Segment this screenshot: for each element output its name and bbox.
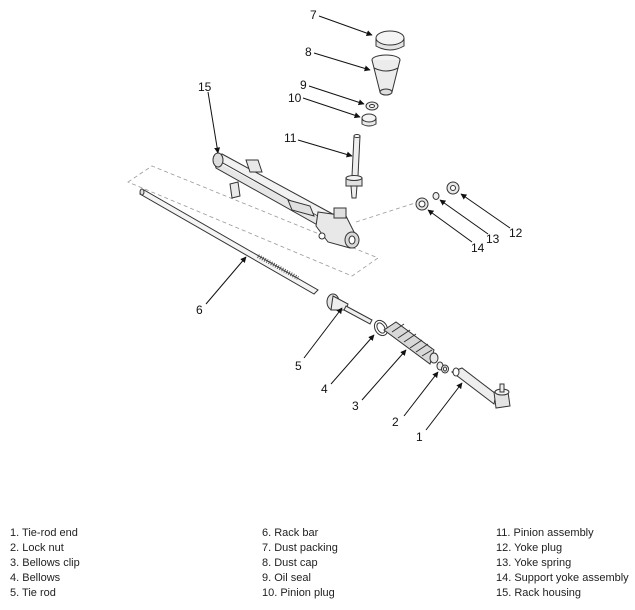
assembly-guide-line [355,201,419,223]
callout-14: 14 [471,241,485,255]
legend-item: 1. Tie-rod end [10,527,78,539]
legend-item: 6. Rack bar [262,527,319,539]
pinion-plug-part [361,113,377,127]
rack-housing-part [212,152,360,249]
bellows-ring-part [373,319,389,337]
yoke-spring-part [432,192,440,200]
legend-item: 2. Lock nut [10,542,64,554]
support-yoke-part [415,197,429,211]
legend-item: 10. Pinion plug [262,587,335,599]
callout-2: 2 [392,415,399,429]
callout-3: 3 [352,399,359,413]
callout-11: 11 [284,131,297,145]
callout-9: 9 [300,78,307,92]
legend-item: 7. Dust packing [262,542,338,554]
legend-item: 12. Yoke plug [496,542,563,554]
callout-5: 5 [295,359,302,373]
exploded-parts-diagram: 7 8 9 10 11 15 6 5 4 3 2 1 12 13 14 [127,8,523,444]
legend-item: 13. Yoke spring [496,557,572,569]
callout-1: 1 [416,430,423,444]
bellows-part [383,321,439,365]
lock-nut-part [441,364,449,374]
legend-item: 14. Support yoke assembly [496,572,629,584]
callout-10: 10 [288,91,302,105]
dust-cap-part [371,54,401,96]
assembly-outline [127,165,379,277]
callout-8: 8 [305,45,312,59]
pinion-assembly-part [345,134,363,199]
callout-12: 12 [509,226,523,240]
callout-13: 13 [486,232,500,246]
legend-item: 8. Dust cap [262,557,318,569]
tie-rod-end-part [450,367,511,409]
legend-item: 11. Pinion assembly [496,527,594,539]
oil-seal-part [365,101,379,111]
legend-column-2: 6. Rack bar 7. Dust packing 8. Dust cap … [262,526,338,601]
callout-6: 6 [196,303,203,317]
legend-item: 9. Oil seal [262,572,311,584]
legend-item: 3. Bellows clip [10,557,80,569]
rack-bar-part [139,188,319,295]
legend-item: 4. Bellows [10,572,61,584]
yoke-plug-part [446,181,460,195]
legend-column-1: 1. Tie-rod end 2. Lock nut 3. Bellows cl… [10,526,80,601]
legend-item: 5. Tie rod [10,587,56,599]
tie-rod-part [326,293,373,325]
legend-item: 15. Rack housing [496,587,581,599]
callout-15: 15 [198,80,212,94]
dust-packing-part [375,30,405,51]
callout-7: 7 [310,8,317,22]
legend-column-3: 11. Pinion assembly 12. Yoke plug 13. Yo… [496,526,629,601]
leader-lines [205,15,511,431]
callout-4: 4 [321,382,328,396]
